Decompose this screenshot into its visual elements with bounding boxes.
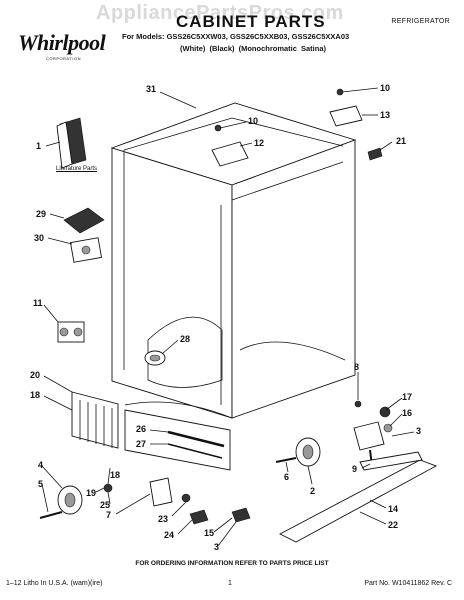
part-29-pad (63, 207, 105, 234)
part-26-rod (167, 430, 225, 448)
callout-7: 7 (106, 510, 111, 520)
category-label: REFRIGERATOR (391, 18, 450, 25)
callout-18-lower: 18 (110, 470, 120, 480)
cabinet-body (110, 102, 357, 471)
brand-logo: Whirlpool (18, 30, 106, 55)
callout-11: 11 (33, 298, 43, 308)
part-25-screw-head (103, 483, 113, 493)
part-15-clip (231, 507, 251, 523)
callout-22: 22 (388, 520, 398, 530)
part-2-roller (295, 437, 321, 467)
callout-29: 29 (36, 209, 46, 219)
callout-25: 25 (100, 500, 110, 510)
part-6-screw (275, 457, 297, 463)
callout-28: 28 (180, 334, 190, 344)
part-7-valve-assembly (149, 477, 173, 507)
callout-3-right: 3 (416, 426, 421, 436)
callout-10-top: 10 (380, 83, 390, 93)
literature-parts-label: Literature Parts (56, 166, 98, 172)
part-8-bracket (353, 400, 385, 451)
callout-14: 14 (388, 504, 398, 514)
callout-16: 16 (402, 408, 412, 418)
literature-parts-icon (56, 117, 87, 169)
callout-13: 13 (380, 110, 390, 120)
part-number: Part No. W10411862 Rev. C (364, 580, 452, 587)
color-variants: (White) (Black) (Monochromatic Satina) (180, 44, 327, 53)
callout-30: 30 (34, 233, 44, 243)
page-number: 1 (228, 580, 232, 587)
callouts: 31 10 13 10 12 21 1 29 30 11 28 20 18 8 … (30, 83, 421, 552)
part-23-fitting (181, 493, 191, 503)
callout-1: 1 (36, 141, 41, 151)
callout-17: 17 (402, 392, 412, 402)
page-title: CABINET PARTS (176, 12, 326, 31)
ordering-info: FOR ORDERING INFORMATION REFER TO PARTS … (135, 560, 329, 567)
callout-6: 6 (284, 472, 289, 482)
part-22-base-grille (279, 459, 438, 543)
part-20-grille (71, 391, 119, 449)
part-24-clip (189, 509, 209, 525)
callout-19: 19 (86, 488, 96, 498)
callout-20: 20 (30, 370, 40, 380)
part-13-top-hinge (329, 88, 363, 127)
part-11-water-valve (57, 321, 85, 343)
callout-3-lower: 3 (214, 542, 219, 552)
watermark: AppliancePartsPros.com (96, 2, 344, 24)
part-4-roller (57, 485, 83, 515)
part-17-bushing (379, 406, 391, 418)
footer-litho: 1–12 Litho In U.S.A. (wam)(ire) (6, 580, 103, 587)
callout-27: 27 (136, 439, 146, 449)
callout-26: 26 (136, 424, 146, 434)
callout-15: 15 (204, 528, 214, 538)
callout-18-left: 18 (30, 390, 40, 400)
part-27-rod (167, 443, 223, 459)
part-30-control (69, 237, 103, 263)
callout-8: 8 (354, 362, 359, 372)
part-28-seal (144, 350, 166, 366)
callout-10-mid: 10 (248, 116, 258, 126)
callout-9: 9 (352, 464, 357, 474)
leader-lines (41, 87, 415, 547)
part-5-screw (39, 511, 63, 519)
callout-24: 24 (164, 530, 174, 540)
callout-12: 12 (254, 138, 264, 148)
part-12-hinge (211, 124, 249, 167)
callout-21: 21 (396, 136, 406, 146)
callout-31: 31 (146, 84, 156, 94)
callout-2: 2 (310, 486, 315, 496)
callout-4: 4 (38, 460, 43, 470)
callout-23: 23 (158, 514, 168, 524)
brand-logo-sub: CORPORATION (46, 56, 81, 61)
callout-5: 5 (38, 479, 43, 489)
model-list: For Models: GSS26C5XXW03, GSS26C5XXB03, … (122, 32, 350, 41)
part-21-plug (367, 147, 383, 161)
